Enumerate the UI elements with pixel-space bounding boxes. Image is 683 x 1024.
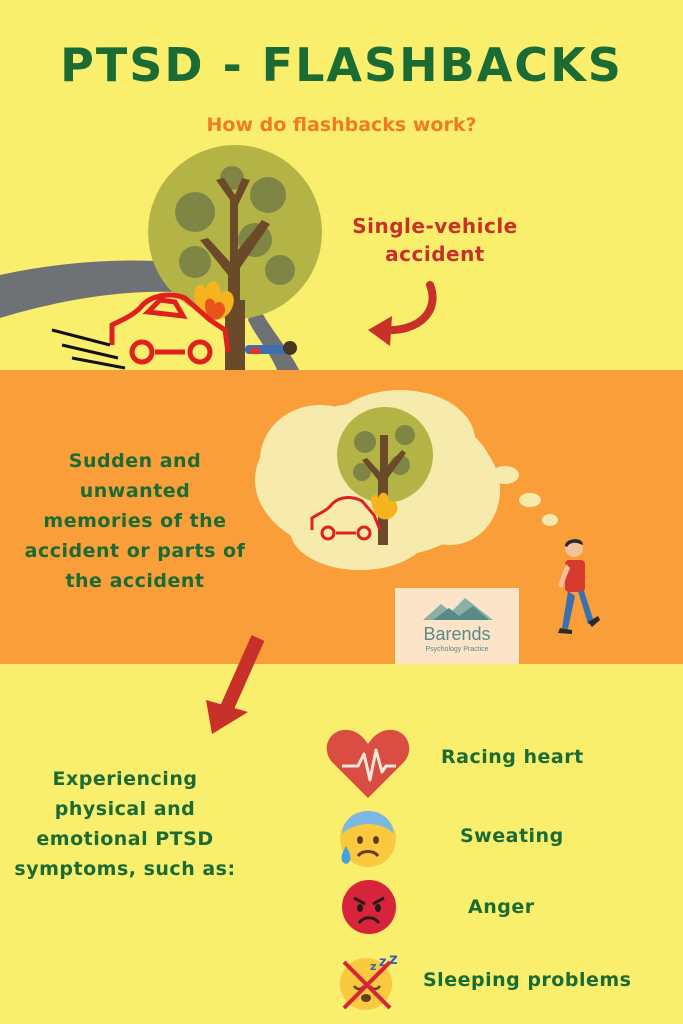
- down-arrow-icon: [206, 635, 265, 734]
- logo-subtitle: Psychology Practice: [425, 646, 489, 653]
- page-title: PTSD - FLASHBACKS: [60, 38, 623, 92]
- page-subtitle: How do flashbacks work?: [206, 114, 477, 136]
- memories-line: the accident: [65, 570, 205, 592]
- memories-text: Sudden and unwanted memories of the acci…: [10, 446, 260, 596]
- accident-label: Single-vehicle accident: [330, 212, 540, 268]
- symptoms-intro-line: Experiencing: [52, 768, 198, 790]
- memories-line: unwanted: [79, 480, 191, 502]
- symptom-label-racing-heart: Racing heart: [441, 746, 584, 768]
- sweating-face-icon: [340, 811, 396, 867]
- walking-person-icon: [558, 539, 600, 634]
- svg-text:z: z: [370, 960, 376, 973]
- svg-text:z: z: [389, 950, 398, 968]
- accident-illustration: [0, 145, 437, 372]
- memory-tree-icon: [337, 407, 433, 545]
- memory-fire-icon: [371, 492, 398, 520]
- heart-icon: [326, 729, 410, 798]
- memories-line: accident or parts of: [24, 540, 246, 562]
- tree-icon: [148, 145, 322, 372]
- logo-name: Barends: [423, 624, 491, 644]
- symptom-label-sleeping-problems: Sleeping problems: [423, 969, 632, 991]
- logo-mountains-icon: [423, 598, 493, 620]
- thought-bubble: [255, 390, 558, 570]
- memory-car-icon: [310, 496, 382, 541]
- symptom-label-sweating: Sweating: [460, 825, 564, 847]
- memories-line: Sudden and: [68, 450, 202, 472]
- symptoms-intro-line: symptoms, such as:: [14, 858, 236, 880]
- injured-person-icon: [245, 341, 297, 355]
- logo: Barends Psychology Practice: [395, 588, 519, 664]
- symptoms-intro: Experiencing physical and emotional PTSD…: [0, 764, 250, 884]
- car-icon: [109, 292, 231, 365]
- sleepy-face-icon: z z z: [340, 950, 398, 1010]
- memories-line: memories of the: [43, 510, 227, 532]
- accident-label-line: accident: [385, 242, 485, 266]
- accident-label-line: Single-vehicle: [352, 214, 518, 238]
- angry-face-icon: [342, 880, 396, 934]
- svg-text:z: z: [379, 955, 387, 970]
- symptom-label-anger: Anger: [468, 896, 535, 918]
- curved-arrow-icon: [368, 281, 437, 346]
- symptoms-intro-line: emotional PTSD: [36, 828, 214, 850]
- speed-lines-icon: [51, 328, 126, 370]
- road-icon: [0, 260, 175, 318]
- fire-icon: [193, 281, 234, 320]
- symptoms-intro-line: physical and: [54, 798, 196, 820]
